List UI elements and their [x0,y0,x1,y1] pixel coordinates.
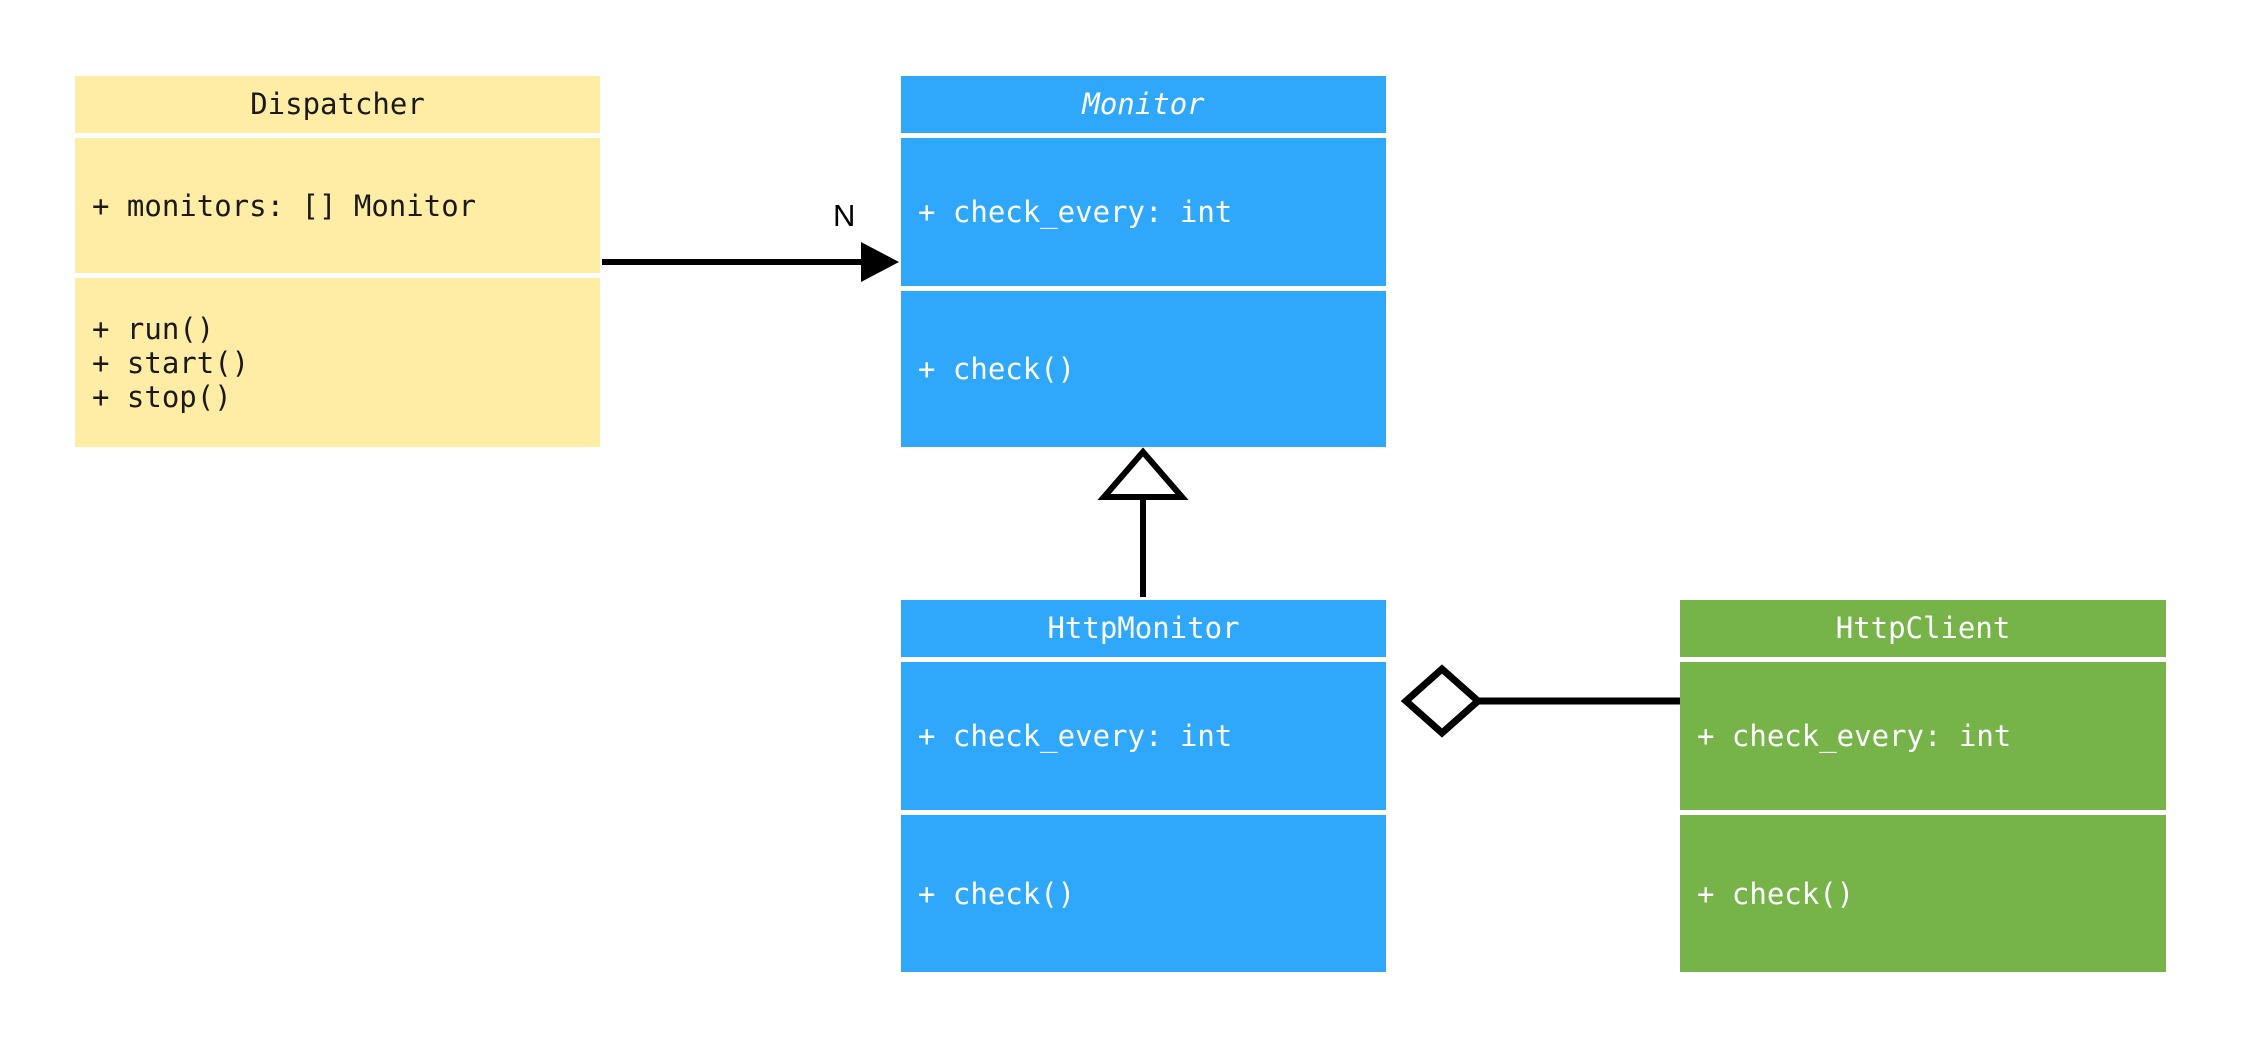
edge-label-multiplicity-n: N [833,198,856,233]
method-row: + run() [92,311,215,346]
attribute-row: + check_every: int [918,195,1233,229]
class-title-compartment-dispatcher: Dispatcher [75,76,600,133]
class-title-compartment-http-client: HttpClient [1680,600,2166,657]
class-methods-compartment-http-client: + check() [1680,815,2166,972]
class-name-http-client: HttpClient [1835,610,2011,645]
class-name-monitor: Monitor [1082,86,1205,121]
attribute-row: + check_every: int [918,719,1233,753]
class-title-compartment-monitor: Monitor [901,76,1386,133]
relation-dispatcher-to-monitor [602,242,899,282]
class-attributes-compartment-http-monitor: + check_every: int [901,662,1386,810]
method-row: + check() [1697,876,1855,911]
class-box-monitor[interactable]: Monitor + check_every: int + check() [901,76,1386,447]
relation-http-monitor-to-monitor [1097,447,1189,597]
class-box-http-client[interactable]: HttpClient + check_every: int + check() [1680,600,2166,972]
class-attributes-compartment-monitor: + check_every: int [901,138,1386,286]
attribute-row: + monitors: [] Monitor [92,188,477,223]
method-row: + start() [92,345,250,380]
class-methods-compartment-monitor: + check() [901,291,1386,447]
relation-http-monitor-to-http-client [1400,664,1680,738]
class-attributes-compartment-dispatcher: + monitors: [] Monitor [75,138,600,273]
class-attributes-compartment-http-client: + check_every: int [1680,662,2166,810]
hollow-triangle-icon [1097,447,1189,500]
class-name-http-monitor: HttpMonitor [1047,610,1240,645]
method-row: + check() [918,876,1076,911]
class-methods-compartment-dispatcher: + run() + start() + stop() [75,278,600,447]
class-title-compartment-http-monitor: HttpMonitor [901,600,1386,657]
filled-arrow-icon [861,242,899,282]
class-methods-compartment-http-monitor: + check() [901,815,1386,972]
class-box-dispatcher[interactable]: Dispatcher + monitors: [] Monitor + run(… [75,76,600,447]
method-row: + stop() [92,379,232,414]
class-name-dispatcher: Dispatcher [250,86,425,121]
class-box-http-monitor[interactable]: HttpMonitor + check_every: int + check() [901,600,1386,972]
attribute-row: + check_every: int [1697,719,2012,753]
hollow-diamond-icon [1400,664,1484,738]
method-row: + check() [918,352,1076,386]
